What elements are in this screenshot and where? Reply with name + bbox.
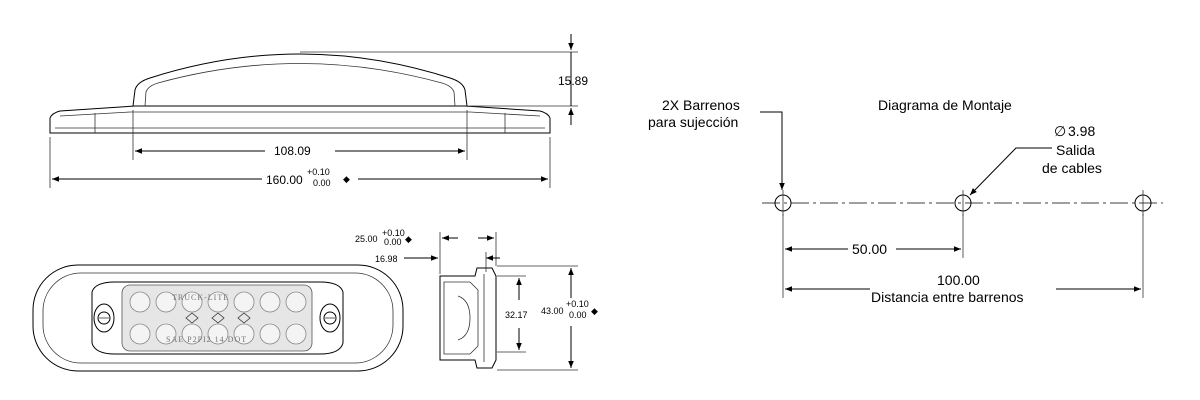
front-lens-plate [91, 281, 344, 355]
end-width-tol-minus: 0.00 [384, 237, 402, 247]
spacing-caption: Distancia entre barrenos [871, 289, 1024, 305]
cable-exit-hole [954, 190, 972, 216]
diameter-value: 3.98 [1068, 123, 1095, 139]
side-total-width-dim: 160.00 [266, 173, 303, 187]
end-height-diamond: ◆ [591, 306, 598, 316]
front-housing-outer [32, 264, 404, 372]
front-marking-text: SAE P2PI2 14 DOT [166, 335, 247, 344]
end-profile-outline [439, 267, 497, 369]
holes-label-line2: para sujección [648, 114, 738, 130]
cable-label-line2: de cables [1042, 160, 1102, 176]
front-brand-text: TRUCK-LITE [172, 293, 229, 302]
full-spacing-dim: 100.00 [937, 272, 980, 288]
front-view: TRUCK-LITE SAE P2PI2 14 DOT [32, 264, 404, 372]
mounting-diagram: Diagrama de Montaje 2X Barrenos para suj… [648, 97, 1163, 305]
half-spacing-dim: 50.00 [852, 241, 887, 257]
side-inner-width-dim: 108.09 [274, 144, 311, 158]
hole-right [1134, 190, 1152, 216]
side-view: 15.89 108.09 160.00 +0.10 0.00 ◆ [49, 34, 588, 188]
end-height-tol-minus: 0.00 [569, 310, 587, 320]
side-diamond: ◆ [343, 174, 350, 184]
end-width-tol-plus: +0.10 [382, 228, 405, 238]
end-width-dim: 25.00 [355, 234, 378, 244]
side-height-dim: 15.89 [558, 74, 588, 88]
end-total-height-dim: 43.00 [541, 306, 564, 316]
end-height-tol-plus: +0.10 [566, 299, 589, 309]
mounting-title: Diagrama de Montaje [878, 97, 1012, 113]
holes-label-line1: 2X Barrenos [662, 97, 740, 113]
hole-left [774, 190, 792, 216]
led-array [129, 291, 307, 345]
screw-right [319, 303, 341, 333]
side-total-tol-plus: +0.10 [307, 167, 330, 177]
side-total-tol-minus: 0.00 [313, 178, 331, 188]
screw-left [93, 303, 115, 333]
end-view: 25.00 +0.10 0.00 ◆ 16.98 32.17 43.00 +0.… [355, 228, 598, 371]
diameter-symbol: ∅ [1054, 123, 1066, 139]
end-width-diamond: ◆ [405, 234, 412, 244]
side-dome-outline [132, 53, 468, 107]
cable-label-line1: Salida [1056, 142, 1095, 158]
end-depth-dim: 16.98 [375, 254, 398, 264]
side-base-outline [49, 105, 551, 134]
end-inner-height-dim: 32.17 [505, 310, 528, 320]
